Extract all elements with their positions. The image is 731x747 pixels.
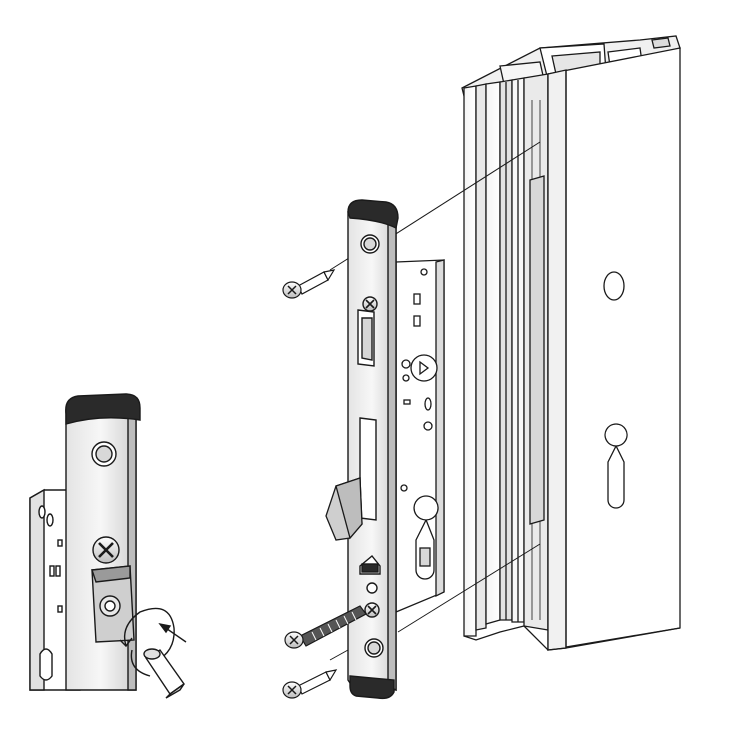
rotation-arrow-icon	[119, 607, 175, 677]
latch-bolt	[325, 477, 363, 541]
aluminium-profile	[461, 35, 681, 651]
faceplate-fixing-screw	[284, 605, 367, 649]
detail-view	[29, 393, 187, 699]
phillips-screw-icon	[364, 602, 380, 618]
faceplate-fixing-screw	[282, 269, 336, 299]
mortise-lock-faceplate	[347, 199, 399, 700]
mortise-lock-body	[395, 259, 445, 613]
insert-arrow-icon	[158, 622, 187, 643]
faceplate-fixing-screw	[282, 669, 338, 699]
cylinder-hole-front	[604, 423, 628, 509]
spindle-hole-front	[603, 271, 625, 301]
phillips-screw-icon	[92, 536, 120, 564]
allen-key	[143, 648, 185, 699]
phillips-screw-icon	[362, 296, 378, 312]
adjustment-screw	[91, 565, 135, 643]
